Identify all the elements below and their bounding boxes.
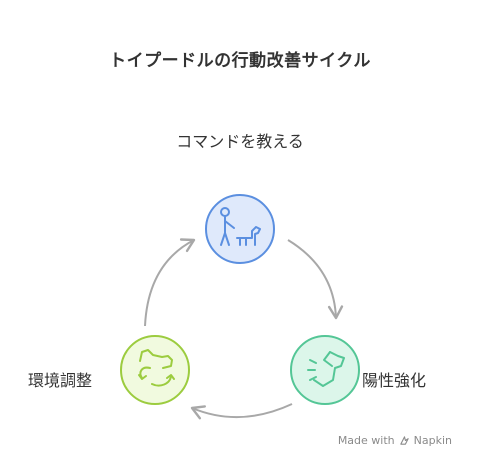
arrow-teach-to-reinforce: [287, 239, 344, 320]
step-node-environment-adjustment: [120, 335, 190, 405]
step-label-teach-commands: コマンドを教える: [176, 132, 304, 151]
step-label-environment-adjustment: 環境調整: [28, 371, 93, 390]
step-label-positive-reinforcement: 陽性強化: [362, 371, 427, 390]
dog-rewarded-icon: [307, 351, 345, 387]
napkin-brand-text: Napkin: [413, 434, 452, 447]
dog-with-cycle-arrows-icon: [138, 349, 175, 387]
napkin-logo-icon: [399, 436, 409, 445]
person-training-dog-icon: [220, 207, 261, 246]
made-with-text: Made with: [337, 434, 395, 447]
step-node-teach-commands: [205, 194, 275, 264]
arrow-reinforce-to-environment: [190, 403, 293, 420]
arrow-environment-to-teach: [144, 238, 196, 327]
step-node-positive-reinforcement: [290, 335, 360, 405]
made-with-footer[interactable]: Made with Napkin: [338, 434, 452, 447]
diagram-title: トイプードルの行動改善サイクル: [109, 51, 371, 71]
